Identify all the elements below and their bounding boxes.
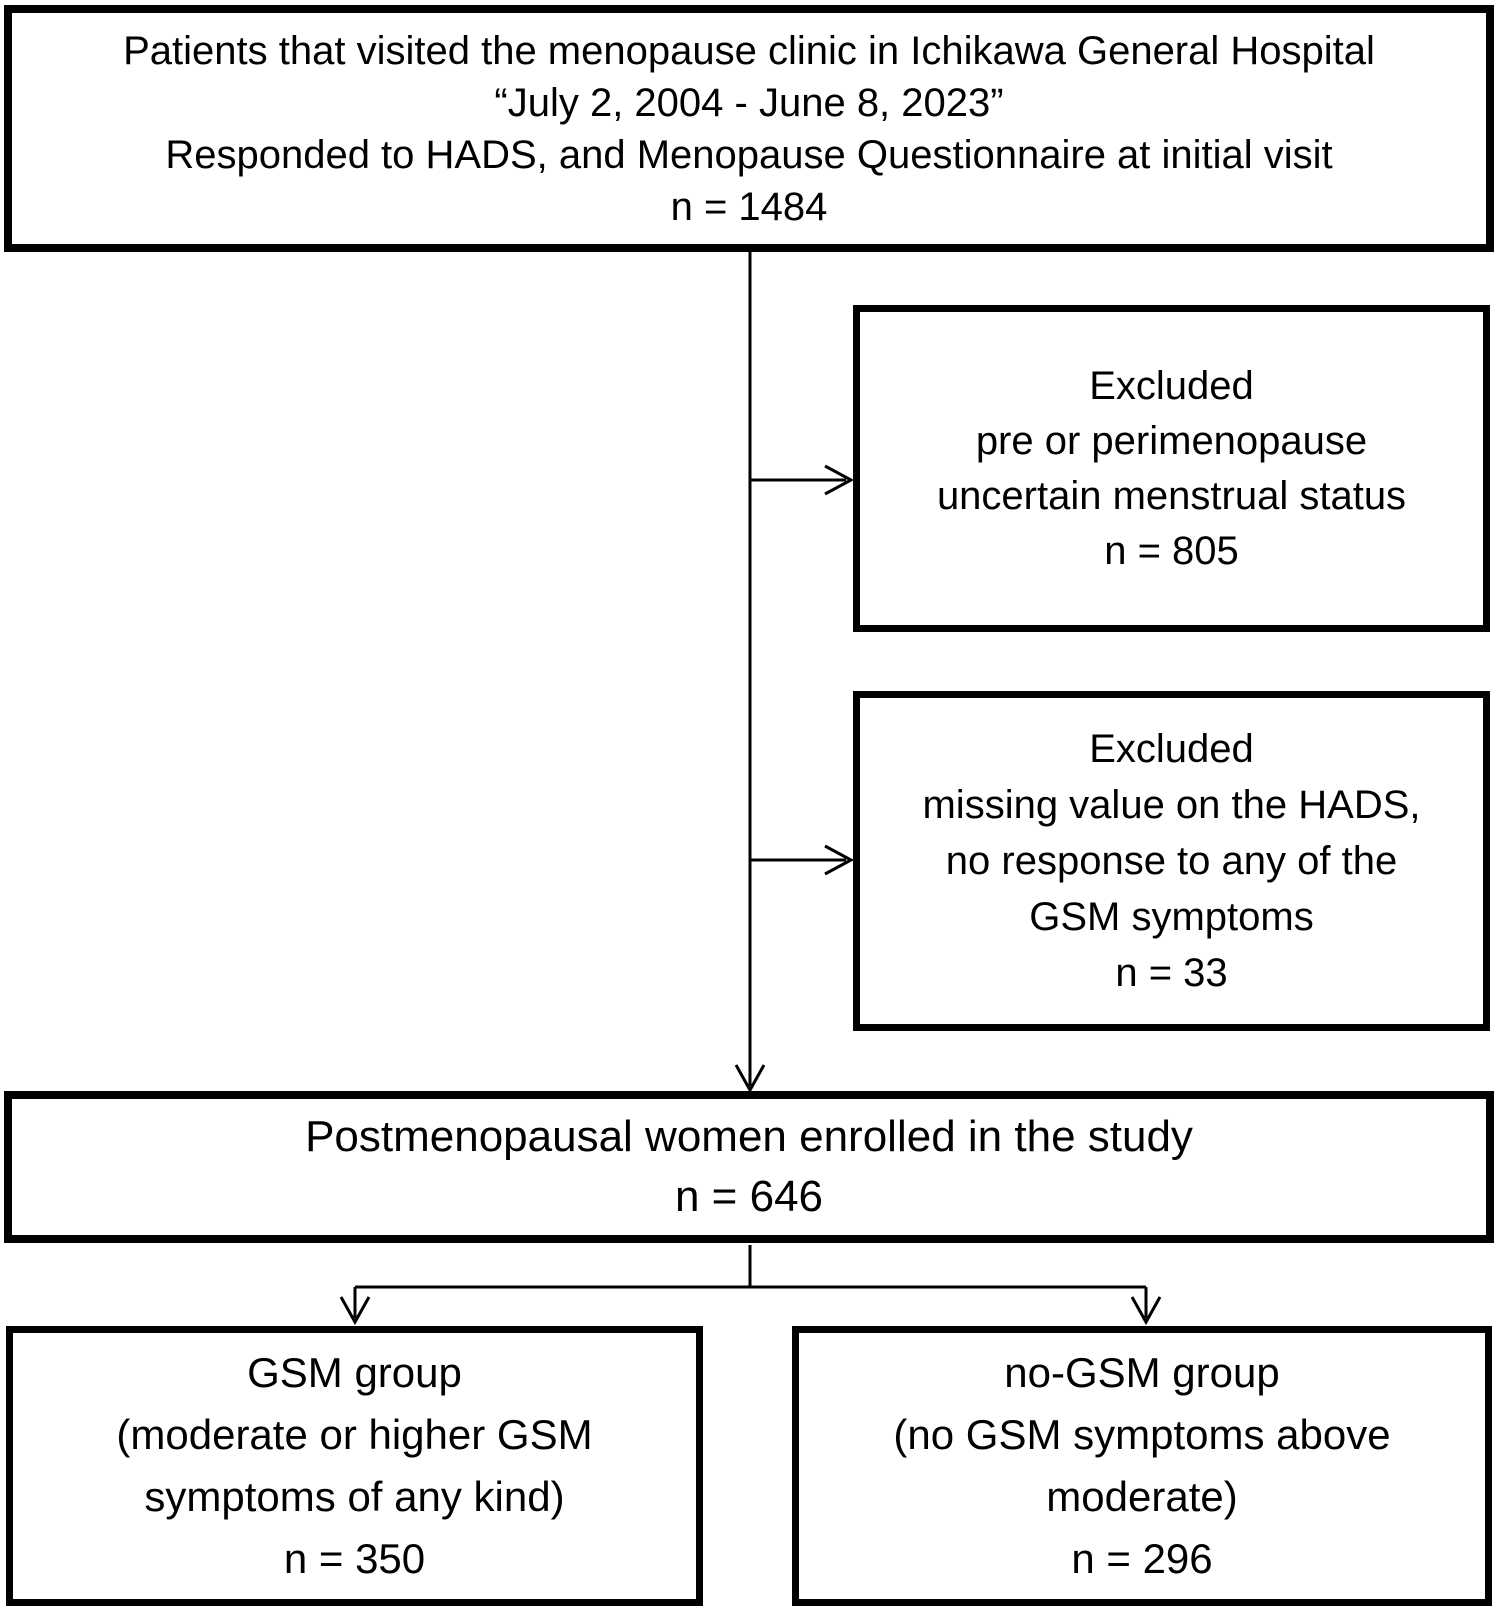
excluded-menstrual-line-3: uncertain menstrual status [936,473,1407,518]
gsm-group-line-2: (moderate or higher GSM [116,1411,593,1458]
source-line-1: Patients that visited the menopause clin… [123,28,1375,73]
excluded-menstrual-title: Excluded [1089,363,1254,408]
gsm-group-title: GSM group [247,1349,462,1396]
excluded-menstrual-count: n = 805 [1104,528,1239,573]
box-enrolled-population: Postmenopausal women enrolled in the stu… [4,1091,1494,1243]
box-source-population: Patients that visited the menopause clin… [4,5,1494,252]
enrolled-line-1: Postmenopausal women enrolled in the stu… [305,1112,1193,1161]
arrow-right-icon [824,464,855,496]
arrow-down-icon [339,1296,371,1326]
enrolled-count: n = 646 [674,1172,824,1221]
arrow-down-icon [1130,1296,1162,1326]
excluded-missing-line-3: no response to any of the [945,839,1398,883]
source-line-3: Responded to HADS, and Menopause Questio… [165,132,1333,177]
no-gsm-group-title: no-GSM group [1004,1349,1280,1396]
source-count: n = 1484 [670,184,828,229]
arrow-right-icon [824,844,855,876]
excluded-missing-line-4: GSM symptoms [1029,895,1314,939]
excluded-missing-title: Excluded [1089,727,1254,771]
gsm-group-line-3: symptoms of any kind) [144,1473,565,1520]
excluded-missing-line-2: missing value on the HADS, [922,783,1421,827]
box-no-gsm-group: no-GSM group (no GSM symptoms above mode… [792,1326,1492,1606]
no-gsm-group-line-2: (no GSM symptoms above [893,1411,1391,1458]
excluded-missing-count: n = 33 [1115,951,1228,995]
no-gsm-group-count: n = 296 [1071,1535,1213,1582]
box-excluded-menstrual-status: Excluded pre or perimenopause uncertain … [853,305,1490,632]
box-gsm-group: GSM group (moderate or higher GSM sympto… [6,1326,703,1606]
box-excluded-missing-values: Excluded missing value on the HADS, no r… [853,691,1490,1031]
excluded-menstrual-line-2: pre or perimenopause [975,418,1368,463]
gsm-group-count: n = 350 [283,1535,426,1582]
no-gsm-group-line-3: moderate) [1046,1473,1238,1520]
source-line-2: “July 2, 2004 - June 8, 2023” [494,80,1004,125]
arrow-down-icon [734,1064,766,1094]
